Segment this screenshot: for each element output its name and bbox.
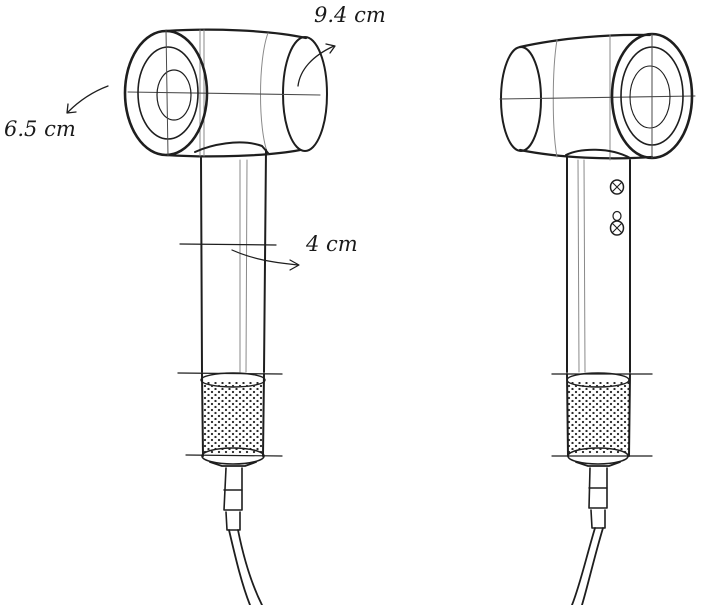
- dryer-left: [123, 28, 328, 605]
- dryer-right-neck: [565, 148, 631, 159]
- dryer-right-outlet-ring: [610, 32, 694, 160]
- dimension-handle-width: 4 cm: [305, 232, 358, 256]
- dryer-left-head: [127, 28, 328, 158]
- dryer-right-power-button: [609, 179, 625, 195]
- dryer-left-handle: [179, 149, 300, 373]
- dryer-right-head: [499, 33, 696, 161]
- dimension-length-label: 9.4 cm: [314, 3, 386, 27]
- dryer-left-outlet-ring: [123, 29, 209, 157]
- dryer-right-filter: [551, 372, 653, 465]
- dryer-left-neck: [194, 141, 269, 154]
- dimension-diameter: 6.5 cm: [4, 85, 109, 141]
- dimension-diameter-label: 6.5 cm: [4, 117, 76, 141]
- dryer-right-heat-button: [609, 210, 625, 236]
- dimension-length: 9.4 cm: [297, 3, 386, 87]
- dimension-handle-width-label: 4 cm: [305, 232, 358, 256]
- dryer-left-cord: [209, 461, 263, 605]
- dryer-right-handle: [566, 156, 631, 373]
- dryer-right: [499, 32, 696, 605]
- dryer-left-filter: [177, 372, 283, 465]
- dryer-right-cord: [571, 461, 621, 605]
